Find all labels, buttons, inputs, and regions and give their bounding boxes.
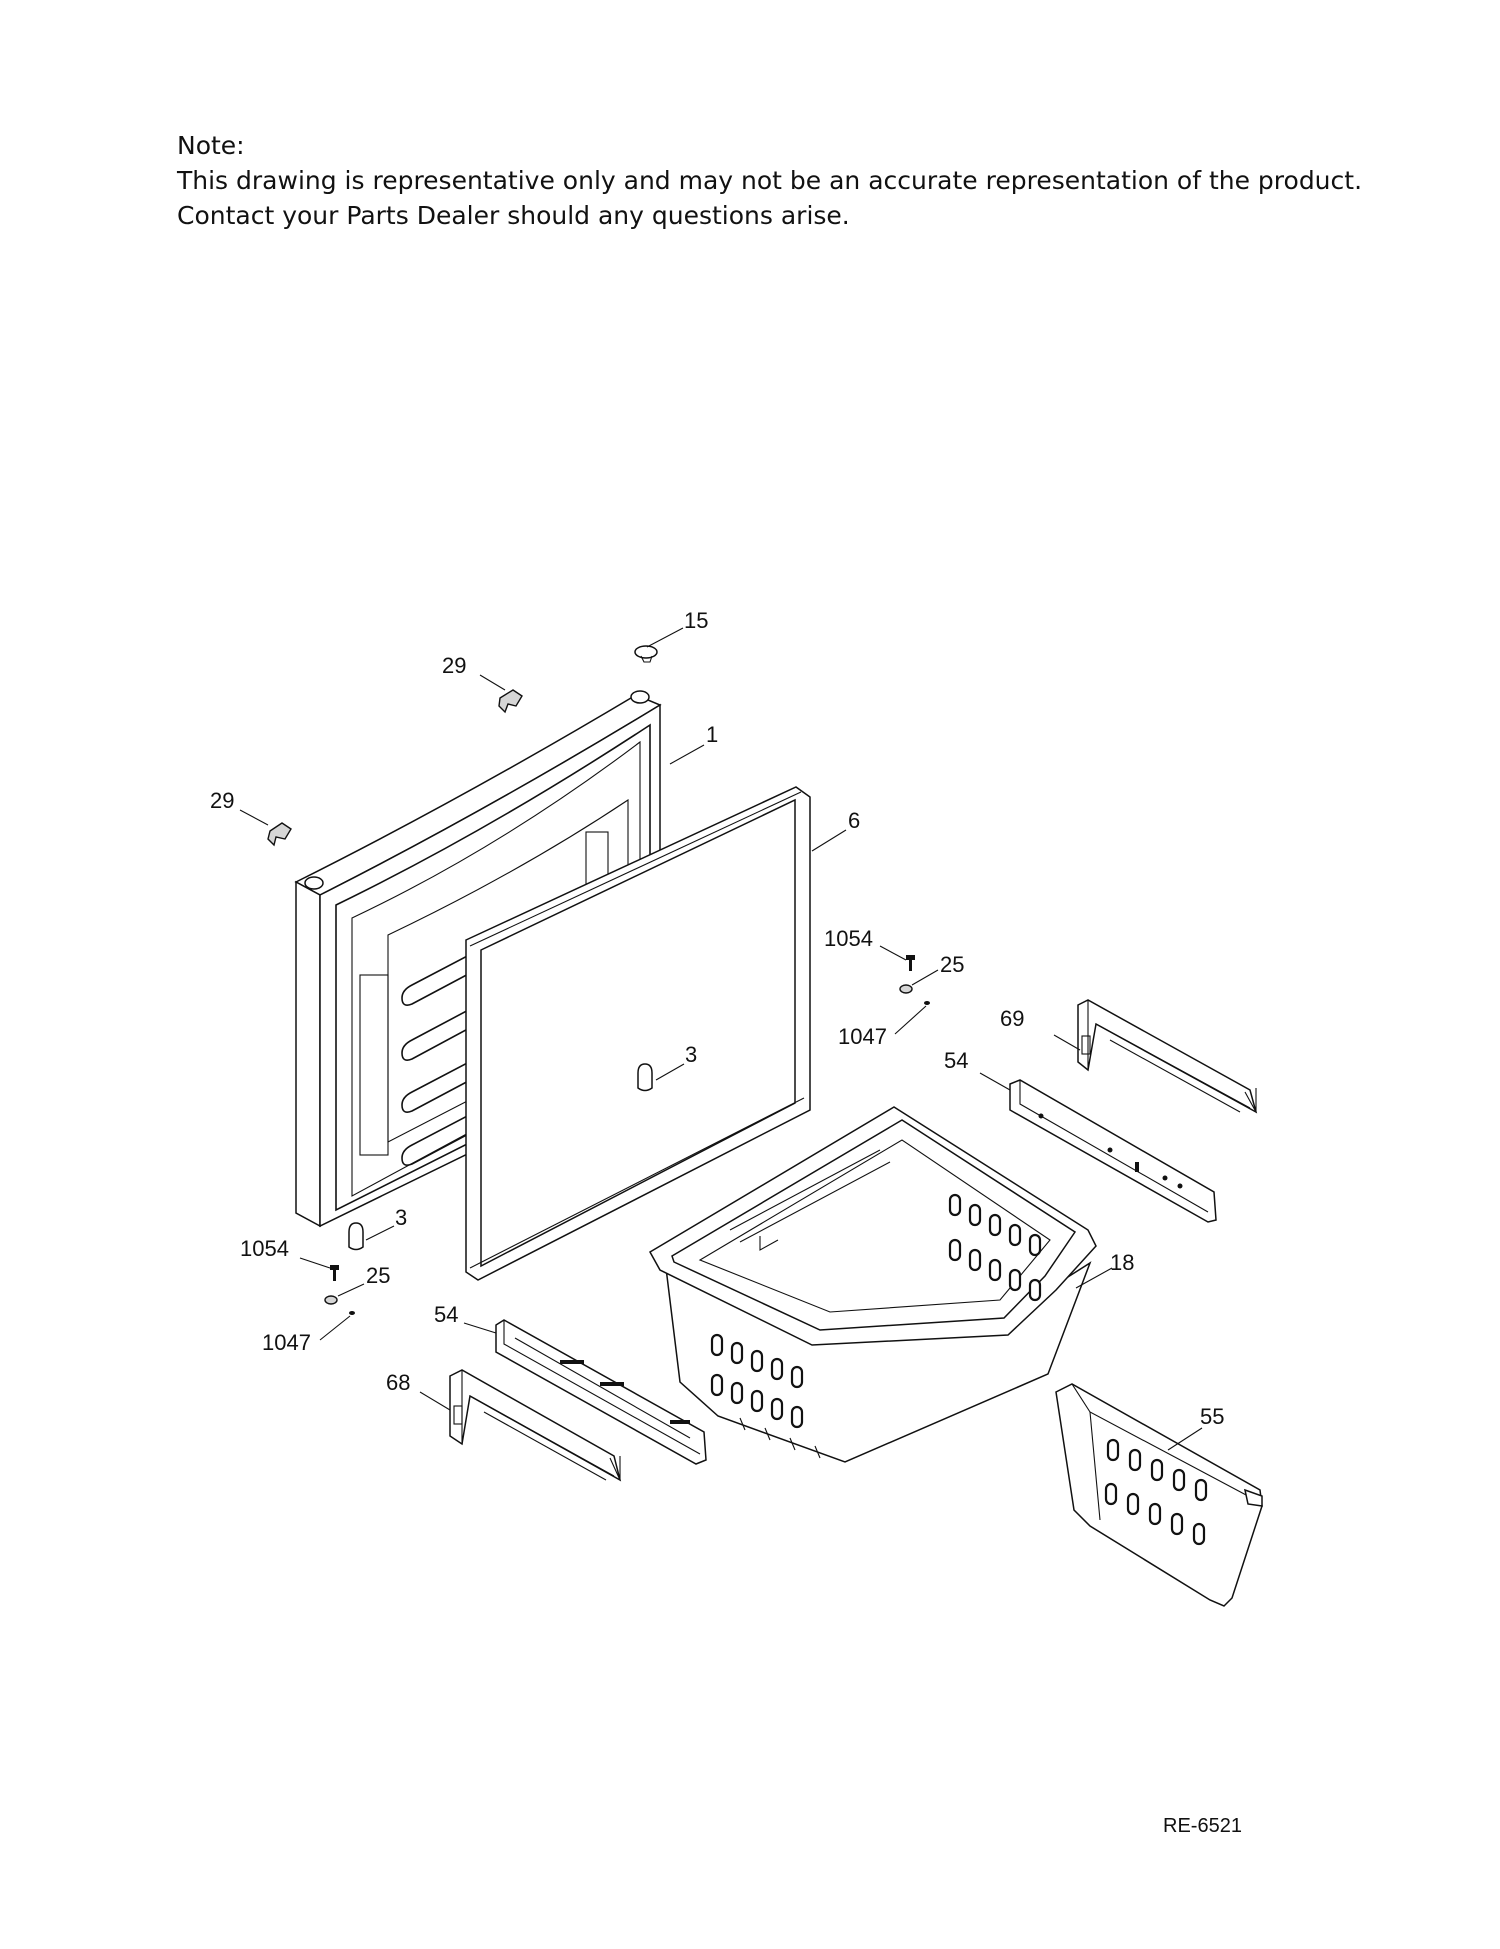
callout-1054-right: 1054 <box>824 926 873 951</box>
washer-1047-right <box>924 1001 930 1005</box>
freezer-basket <box>648 1106 1097 1463</box>
screw-1054-left <box>330 1265 339 1281</box>
basket-side-slots <box>948 1193 1042 1302</box>
callout-15: 15 <box>684 608 708 633</box>
callout-1054-left: 1054 <box>240 1236 289 1261</box>
washer-1047-left <box>349 1311 355 1315</box>
door-gasket <box>465 786 811 1281</box>
note-line-2: Contact your Parts Dealer should any que… <box>177 201 850 230</box>
callout-29-top: 29 <box>442 653 466 678</box>
callout-labels: 15 29 1 29 6 1054 25 1047 69 3 54 3 1054… <box>210 608 1224 1429</box>
callout-6: 6 <box>848 808 860 833</box>
callout-25-right: 25 <box>940 952 964 977</box>
cap-15 <box>634 645 658 663</box>
callout-18: 18 <box>1110 1250 1134 1275</box>
roller-3-left <box>348 1222 364 1251</box>
screw-1054-right <box>906 955 915 971</box>
callout-68: 68 <box>386 1370 410 1395</box>
basket-divider <box>1055 1383 1263 1607</box>
callout-54-right: 54 <box>944 1048 968 1073</box>
callout-3-left: 3 <box>395 1205 407 1230</box>
callout-55: 55 <box>1200 1404 1224 1429</box>
slide-rail-right <box>1009 1079 1217 1223</box>
callout-1047-right: 1047 <box>838 1024 887 1049</box>
slide-rail-left <box>495 1319 707 1465</box>
pin-29-top <box>498 689 523 714</box>
note-block: Note: This drawing is representative onl… <box>177 128 1362 233</box>
callout-69: 69 <box>1000 1006 1024 1031</box>
drawing-number: RE-6521 <box>1163 1815 1242 1837</box>
pin-29-left <box>267 822 292 847</box>
callout-54-left: 54 <box>434 1302 458 1327</box>
roller-3-right <box>637 1063 653 1092</box>
nut-25-left <box>324 1295 338 1305</box>
note-heading: Note: <box>177 131 245 160</box>
callout-3-right: 3 <box>685 1042 697 1067</box>
note-line-1: This drawing is representative only and … <box>177 166 1363 195</box>
callout-29-left: 29 <box>210 788 234 813</box>
leader-lines <box>239 627 1203 1451</box>
callout-1047-left: 1047 <box>262 1330 311 1355</box>
nut-25-right <box>899 984 913 994</box>
callout-1: 1 <box>706 722 718 747</box>
callout-25-left: 25 <box>366 1263 390 1288</box>
rail-bracket-right <box>1077 999 1258 1114</box>
divider-slots <box>1104 1438 1208 1546</box>
rail-bracket-left <box>449 1369 622 1482</box>
basket-front-slots <box>710 1333 804 1429</box>
